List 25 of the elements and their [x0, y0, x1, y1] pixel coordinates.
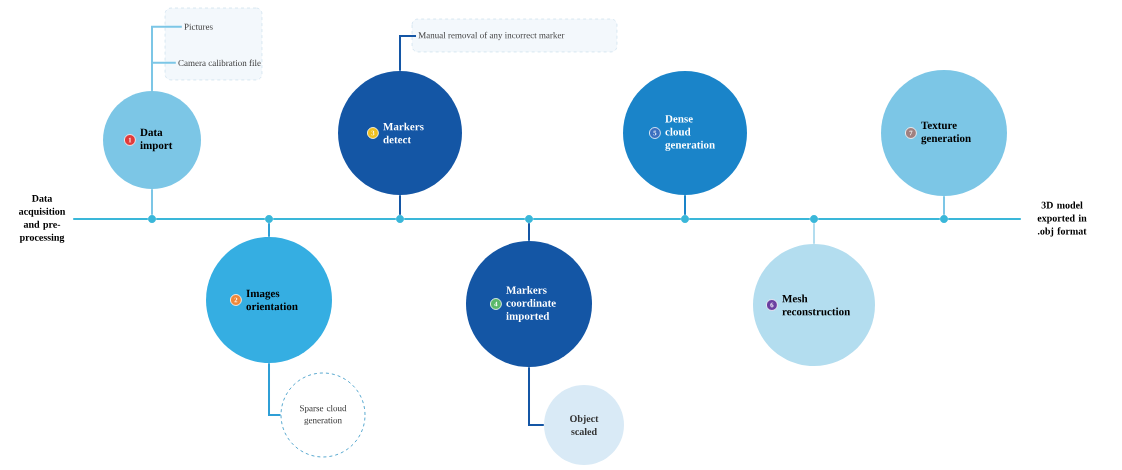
- callout-box: [164, 7, 263, 81]
- timeline-line: [947, 218, 1022, 220]
- connector-line: [151, 188, 153, 216]
- connector-line: [813, 222, 815, 245]
- timeline-line: [155, 218, 266, 220]
- timeline-line: [532, 218, 682, 220]
- timeline-line: [403, 218, 526, 220]
- connector-line: [684, 194, 686, 216]
- callout-text: Pictures: [184, 23, 213, 30]
- stage-label: Data acquisition and pre-processing: [19, 195, 66, 243]
- callout-text: Camera calibration file: [178, 59, 261, 66]
- leader-line: [268, 362, 282, 416]
- leader-line: [528, 366, 545, 426]
- connector-line: [399, 194, 401, 216]
- callout-text: Manual removal of any incorrect marker: [411, 18, 618, 53]
- timeline-line: [688, 218, 811, 220]
- timeline-line: [72, 218, 149, 220]
- leader-line: [151, 61, 177, 92]
- timeline-line: [817, 218, 941, 220]
- connector-line: [943, 195, 945, 216]
- timeline-line: [272, 218, 397, 220]
- connector-line: [268, 222, 270, 238]
- stage-label: 3D model exported in .obj format: [1037, 201, 1087, 237]
- leader-line: [399, 35, 417, 72]
- connector-line: [528, 222, 530, 242]
